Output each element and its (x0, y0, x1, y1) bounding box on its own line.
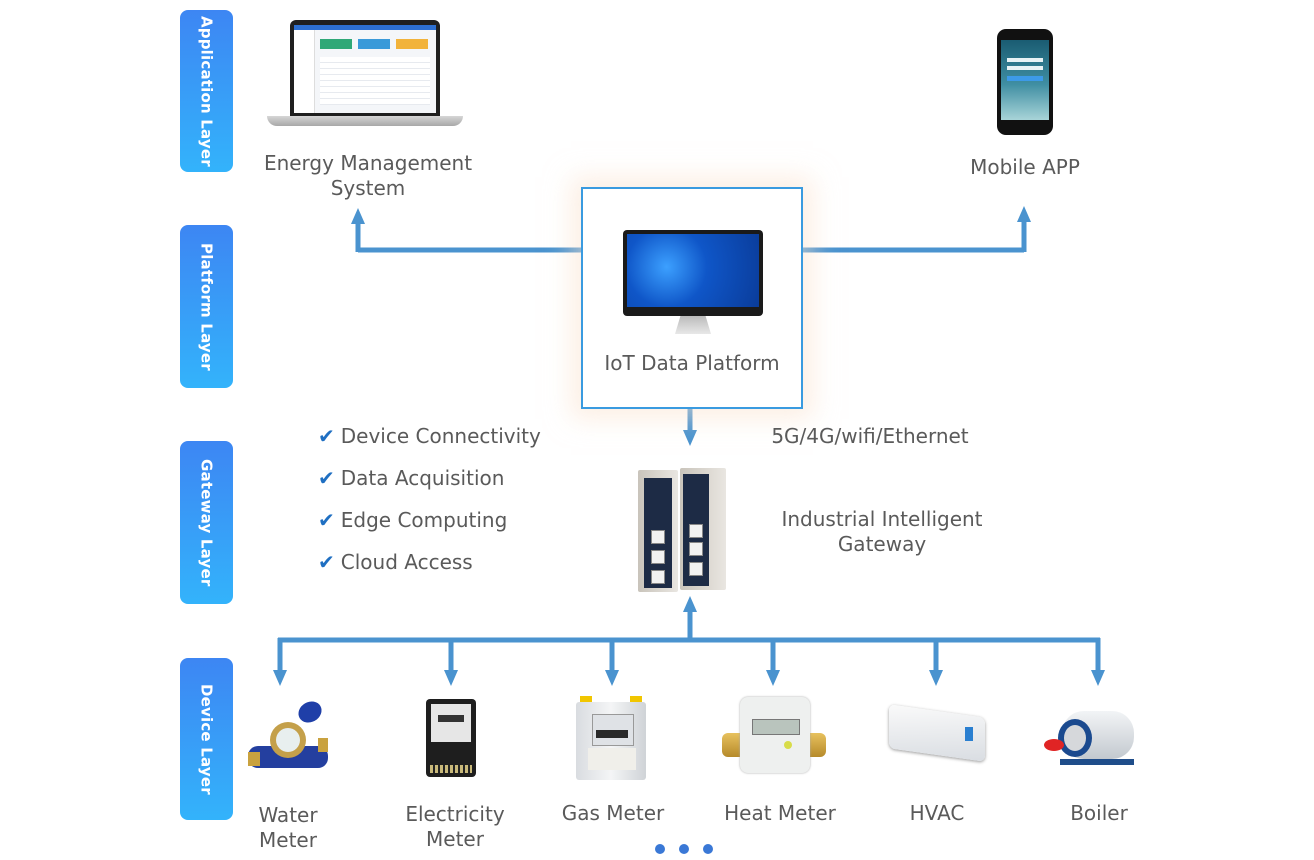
hvac-image (889, 704, 989, 762)
layer-tab-application: Application Layer (180, 10, 233, 172)
checkmark-icon: ✔ (318, 508, 335, 532)
ems-label-line1: Energy Management (263, 151, 473, 175)
layer-tab-platform: Platform Layer (180, 225, 233, 388)
ems-label-line2: System (330, 176, 406, 200)
layer-tab-label: Platform Layer (197, 242, 216, 371)
dot-icon (679, 844, 689, 854)
feature-label: Cloud Access (340, 550, 473, 574)
arrow-down-icon (766, 670, 780, 686)
water-meter-image (246, 697, 330, 780)
feature-item: ✔Device Connectivity (318, 424, 541, 448)
device-label-electricity: Electricity Meter (394, 802, 516, 852)
feature-label: Edge Computing (340, 508, 508, 532)
checkmark-icon: ✔ (318, 550, 335, 574)
device-label-hvac: HVAC (909, 801, 965, 825)
device-label-line1: Water (258, 803, 318, 827)
dot-icon (703, 844, 713, 854)
arrow-up-icon (683, 596, 697, 612)
heat-meter-image (722, 697, 826, 777)
arrow-down-icon (444, 670, 458, 686)
feature-item: ✔Cloud Access (318, 550, 473, 574)
checkmark-icon: ✔ (318, 424, 335, 448)
mobile-app-label: Mobile APP (970, 155, 1080, 179)
arrow-down-icon (929, 670, 943, 686)
checkmark-icon: ✔ (318, 466, 335, 490)
electricity-meter-image (426, 699, 476, 777)
layer-tab-device: Device Layer (180, 658, 233, 820)
arrow-up-icon (1017, 206, 1031, 222)
dot-icon (655, 844, 665, 854)
arrow-down-icon (605, 670, 619, 686)
feature-label: Device Connectivity (340, 424, 541, 448)
layer-tab-gateway: Gateway Layer (180, 441, 233, 604)
layer-tab-label: Device Layer (197, 683, 216, 795)
more-devices-indicator (655, 841, 727, 859)
gateway-label-line1: Industrial Intelligent (781, 507, 983, 531)
network-label: 5G/4G/wifi/Ethernet (771, 424, 969, 448)
gateway-label: Industrial Intelligent Gateway (760, 507, 1004, 557)
device-label-line2: Meter (426, 827, 484, 851)
ems-label: Energy Management System (250, 151, 486, 201)
gateway-label-line2: Gateway (837, 532, 927, 556)
feature-label: Data Acquisition (340, 466, 505, 490)
device-label-line1: Electricity (405, 802, 505, 826)
feature-item: ✔Data Acquisition (318, 466, 504, 490)
device-label-gas: Gas Meter (561, 801, 665, 825)
device-label-heat: Heat Meter (724, 801, 836, 825)
arrow-up-icon (351, 208, 365, 224)
device-label-line2: Meter (259, 828, 317, 852)
layer-tab-label: Gateway Layer (197, 458, 216, 587)
arrow-down-icon (683, 430, 697, 446)
arrow-down-icon (1091, 670, 1105, 686)
mobile-phone-image (997, 29, 1053, 135)
feature-item: ✔Edge Computing (318, 508, 507, 532)
device-label-water: Water Meter (230, 803, 346, 853)
gas-meter-image (574, 696, 648, 782)
arrow-down-icon (273, 670, 287, 686)
layer-tab-label: Application Layer (197, 15, 216, 167)
iot-platform-box: IoT Data Platform (581, 187, 803, 409)
platform-label: IoT Data Platform (604, 351, 780, 375)
boiler-image (1044, 705, 1136, 771)
device-label-boiler: Boiler (1070, 801, 1128, 825)
